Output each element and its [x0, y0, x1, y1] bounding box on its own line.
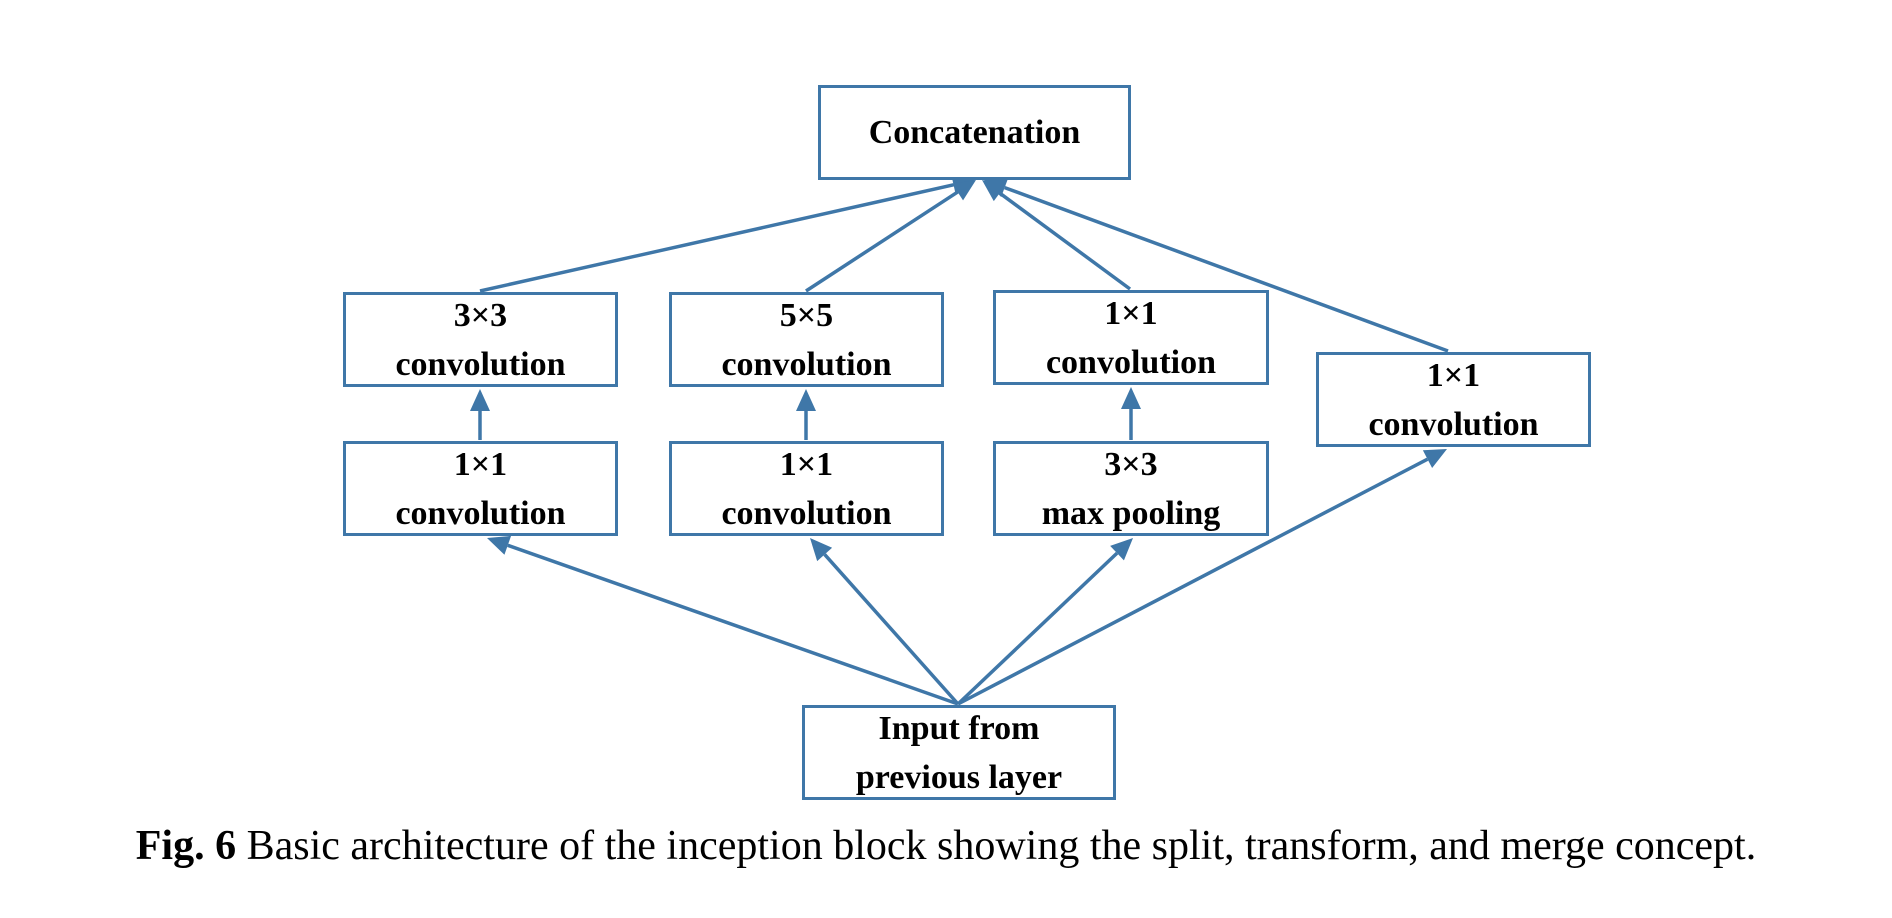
conv-1x1-direct-node: 1×1 convolution: [1316, 352, 1591, 447]
reduce-1x1-a-label: 1×1 convolution: [395, 445, 566, 532]
edge-input-to-maxpool3x3: [956, 551, 1119, 706]
conv-1x1-direct-label: 1×1 convolution: [1368, 356, 1539, 443]
input-node: Input from previous layer: [802, 705, 1116, 800]
conv-5x5-node: 5×5 convolution: [669, 292, 944, 387]
arrowhead-conv1x1_direct-to-concatenation: [984, 178, 1009, 197]
figure-caption: Fig. 6 Basic architecture of the incepti…: [0, 822, 1892, 870]
concatenation-node: Concatenation: [818, 85, 1131, 180]
edge-input-to-reduce1x1_b: [823, 553, 960, 706]
edge-conv1x1_direct-to-concatenation: [1004, 185, 1449, 353]
conv-3x3-node: 3×3 convolution: [343, 292, 618, 387]
arrowhead-reduce1x1_b-to-conv5x5: [796, 389, 816, 411]
arrowhead-input-to-reduce1x1_a: [487, 535, 512, 555]
reduce-1x1-b-label: 1×1 convolution: [721, 445, 892, 532]
edge-conv1x1_pool_branch-to-concatenation: [998, 191, 1132, 291]
conv-5x5-label: 5×5 convolution: [721, 296, 892, 383]
max-pooling-3x3-node: 3×3 max pooling: [993, 441, 1269, 536]
figure-caption-label: Fig. 6: [135, 823, 237, 869]
edge-conv5x5-to-concatenation: [805, 190, 959, 293]
figure-caption-text: Basic architecture of the inception bloc…: [236, 823, 1757, 869]
reduce-1x1-a-node: 1×1 convolution: [343, 441, 618, 536]
reduce-1x1-b-node: 1×1 convolution: [669, 441, 944, 536]
input-label: Input from previous layer: [855, 709, 1063, 796]
edge-conv3x3-to-concatenation: [479, 183, 954, 293]
concatenation-label: Concatenation: [868, 114, 1081, 151]
conv-1x1-pool-branch-label: 1×1 convolution: [1045, 294, 1217, 381]
edge-input-to-reduce1x1_a: [507, 543, 959, 706]
arrowhead-conv5x5-to-concatenation: [952, 180, 976, 201]
max-pooling-3x3-label: 3×3 max pooling: [1041, 445, 1221, 532]
arrowhead-maxpool3x3-to-conv1x1_pool_branch: [1121, 387, 1141, 409]
edge-input-to-conv1x1_direct: [957, 457, 1429, 706]
conv-1x1-pool-branch-node: 1×1 convolution: [993, 290, 1269, 385]
arrowhead-input-to-reduce1x1_b: [810, 538, 833, 562]
conv-3x3-label: 3×3 convolution: [395, 296, 566, 383]
arrowhead-input-to-conv1x1_direct: [1422, 449, 1447, 469]
arrowhead-input-to-maxpool3x3: [1110, 538, 1133, 561]
arrowhead-reduce1x1_a-to-conv3x3: [470, 389, 490, 411]
